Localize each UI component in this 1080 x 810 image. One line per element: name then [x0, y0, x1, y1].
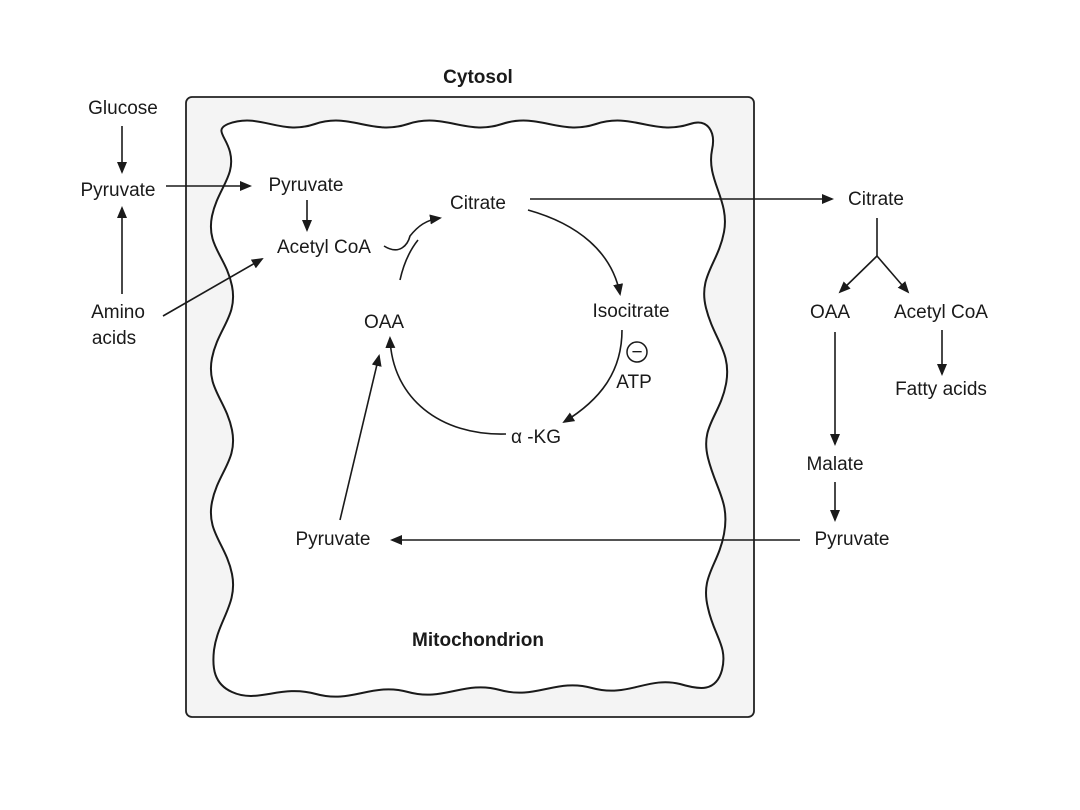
arrow-pyruvate-to-oaa	[339, 354, 382, 521]
mito-pyruvate-top-label: Pyruvate	[269, 175, 344, 196]
malate-label: Malate	[806, 454, 863, 475]
mitochondrion-label: Mitochondrion	[412, 630, 544, 651]
atp-label: ATP	[616, 372, 652, 393]
mito-citrate-label: Citrate	[450, 193, 506, 214]
mito-isocitrate-label: Isocitrate	[592, 301, 669, 322]
arrow-akg-to-oaa	[385, 336, 507, 435]
inhibition-symbol: −	[631, 342, 642, 363]
cytosol-acetyl-coa-label: Acetyl CoA	[894, 302, 988, 323]
cytosol-pyruvate-right-label: Pyruvate	[815, 529, 890, 550]
fatty-acids-label: Fatty acids	[895, 379, 987, 400]
amino-acids-label-line1: Amino	[91, 302, 145, 323]
cytosol-pyruvate-left-label: Pyruvate	[81, 180, 156, 201]
arrow-citrate-to-isocitrate	[527, 209, 624, 296]
mito-acetyl-coa-label: Acetyl CoA	[277, 237, 371, 258]
mitochondrion-membrane	[209, 119, 729, 698]
alpha-kg-label: α -KG	[511, 427, 561, 448]
arrow-acetyl-coa-oaa-to-citrate	[383, 214, 442, 251]
mito-oaa-label: OAA	[364, 312, 404, 333]
arrow-citrate-to-oaa	[838, 255, 878, 294]
mito-pyruvate-bottom-label: Pyruvate	[296, 529, 371, 550]
arrow-citrate-to-acetyl-coa	[876, 255, 910, 294]
amino-acids-label-line2: acids	[92, 328, 136, 349]
cytosol-label: Cytosol	[443, 67, 513, 88]
arrow-isocitrate-to-akg	[562, 329, 623, 424]
cytosol-citrate-label: Citrate	[848, 189, 904, 210]
arrow-oaa-to-citrate	[399, 239, 419, 281]
arrow-amino-acids-to-acetyl-coa	[162, 258, 264, 317]
glucose-label: Glucose	[88, 98, 158, 119]
cytosol-oaa-label: OAA	[810, 302, 850, 323]
inhibition-minus-icon	[626, 341, 648, 363]
